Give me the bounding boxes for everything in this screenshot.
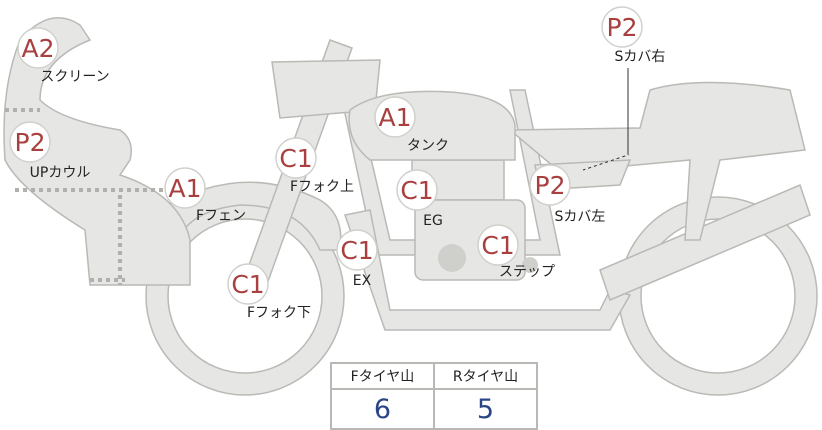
grade-text: C1 [231,270,264,299]
rear-tire-header: Rタイヤ山 [433,362,538,390]
front-tire-value: 6 [330,388,435,430]
part-label: タンク [407,138,449,154]
part-label: Fフォク上 [290,179,354,195]
marker-screen[interactable]: A2 スクリーン [17,27,110,85]
part-label: Fフェン [196,208,246,224]
marker-tank[interactable]: A1 タンク [374,96,449,154]
grade-text: C1 [400,176,433,205]
grade-text: C1 [340,236,373,265]
grade-text: C1 [279,144,312,173]
seat [507,81,806,241]
tire-tread-table: Fタイヤ山 Rタイヤ山 6 5 [330,362,538,430]
grade-text: P2 [15,128,46,157]
part-label: EG [423,213,443,229]
cowl [3,17,191,286]
grade-text: A1 [168,174,201,203]
grade-text: A1 [378,103,411,132]
part-label: EX [353,273,372,289]
muffler [599,183,811,302]
part-label: スクリーン [40,69,109,85]
part-label: Fフォク下 [247,305,311,321]
rear-tire-value: 5 [433,388,538,430]
part-label: ステップ [499,264,555,280]
grade-text: P2 [535,171,566,200]
grade-text: C1 [481,231,514,260]
front-wheel [146,197,344,395]
marker-step[interactable]: C1 ステップ [477,224,555,280]
part-label: Sカバ左 [555,209,606,225]
grade-text: A2 [21,34,54,63]
part-label: UPカウル [30,165,91,181]
part-label: Sカバ右 [615,49,666,65]
grade-text: P2 [607,13,638,42]
front-tire-header: Fタイヤ山 [330,362,435,390]
